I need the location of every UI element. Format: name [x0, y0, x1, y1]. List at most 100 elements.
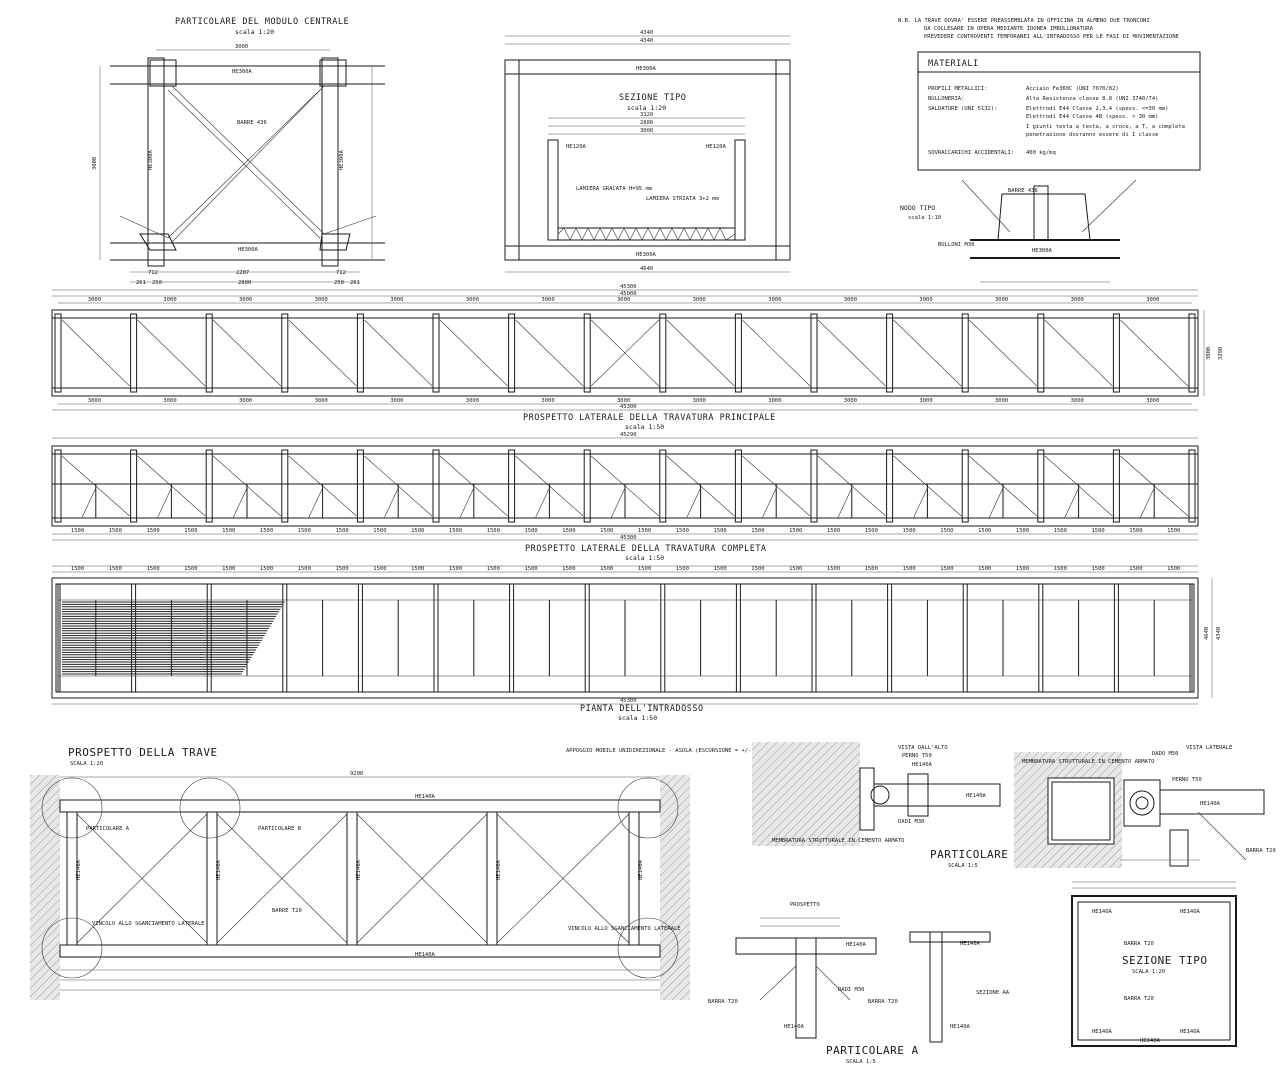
- detail-a-scale: SCALA 1:5: [846, 1059, 876, 1065]
- detail-b-pin: PERNO T50: [902, 753, 932, 759]
- plan-dim-half: 1500: [978, 566, 991, 572]
- bay-dim-top: 3000: [1071, 297, 1084, 303]
- truss-post: [659, 313, 667, 393]
- full-truss-brace: [383, 487, 399, 519]
- section-b-title: SEZIONE TIPO: [1122, 954, 1207, 967]
- full-bay-dim: 1500: [71, 528, 84, 534]
- beam-post: [628, 811, 640, 946]
- full-bay-dim: 1500: [109, 528, 122, 534]
- section-top-profile: HE300A: [636, 66, 657, 72]
- section-lamiera-gracata: LAMIERA GRACATA H=95 mm: [576, 186, 653, 192]
- grating-hatch: [62, 601, 285, 675]
- bay-dim-bottom: 3000: [844, 398, 857, 404]
- lateral-nut: DADO M50: [1152, 751, 1179, 757]
- beam-title: PROSPETTO DELLA TRAVE: [68, 746, 218, 759]
- bay-dim-bottom: 3000: [768, 398, 781, 404]
- plan-dim-half: 1500: [751, 566, 764, 572]
- materials-row7-val: 400 kg/mq: [1026, 150, 1056, 156]
- plan-dim-half: 1500: [714, 566, 727, 572]
- truss-post: [54, 313, 62, 393]
- plan-cross-beam: [962, 583, 968, 693]
- dim-c4: 250: [334, 280, 344, 286]
- truss-diagonal: [968, 319, 1038, 387]
- plan-dim-half: 1500: [562, 566, 575, 572]
- truss-diagonal: [817, 319, 886, 387]
- full-truss-post: [356, 449, 364, 523]
- plan-total: 45300: [620, 698, 637, 704]
- full-truss-post: [1112, 449, 1120, 523]
- bay-dim-top: 3000: [163, 297, 176, 303]
- beam-post-label: HE140A: [356, 859, 362, 880]
- full-bay-dim: 1500: [789, 528, 802, 534]
- truss-diagonal: [1044, 319, 1113, 387]
- notes-block: N.B. LA TRAVE DOVRA' ESSERE PREASSEMBLAT…: [898, 18, 1179, 40]
- node-detail: NODO TIPO scala 1:10 BARRE 436 BULLONI M…: [900, 179, 1137, 283]
- section-aa-profile: HE140A: [960, 941, 981, 947]
- section-b-top-left: HE140A: [1092, 909, 1113, 915]
- bay-dim-top: 3000: [541, 297, 554, 303]
- plan-cross-beam: [55, 583, 61, 693]
- bay-dim-bottom: 3000: [466, 398, 479, 404]
- materials-row1-val: Acciaio Fe360C (UNI 7070/82): [1026, 86, 1119, 92]
- truss-diagonal: [137, 319, 206, 387]
- full-bay-dim: 1500: [638, 528, 651, 534]
- plan-dim-half: 1500: [487, 566, 500, 572]
- beam-post: [486, 811, 498, 946]
- main-truss-total2: 45300: [620, 284, 637, 290]
- detail-a-nuts: DADI M30: [838, 987, 865, 993]
- plan-cross-beam: [433, 583, 439, 693]
- full-truss-brace: [232, 487, 248, 519]
- beam-diagonal: [356, 813, 488, 944]
- detail-a-bar-left: BARRA T20: [708, 999, 738, 1005]
- full-truss-brace: [535, 487, 550, 519]
- bay-dim-top: 3000: [617, 297, 630, 303]
- plan-scale: scala 1:50: [618, 714, 657, 722]
- bay-dim-top: 3000: [390, 297, 403, 303]
- detail-b-concrete-label: MEMBRATURA STRUTTURALE IN CEMENTO ARMATO: [772, 838, 904, 844]
- detail-a-profile-bottom: HE140A: [784, 1024, 805, 1030]
- full-truss-brace: [686, 487, 701, 519]
- plan-dim-half: 1500: [940, 566, 953, 572]
- materials-row2-key: BULLONERIA:: [928, 96, 964, 102]
- module-height-dim: 3000: [92, 157, 98, 170]
- node-bar-label: BARRE 436: [1008, 188, 1038, 194]
- truss-post: [508, 313, 516, 393]
- main-truss-height: 3000: [1206, 347, 1212, 360]
- left-post-label: HE300A: [148, 149, 154, 170]
- plan-cross-beam: [811, 583, 817, 693]
- full-bay-dim: 1500: [1129, 528, 1142, 534]
- bay-dim-top: 3000: [844, 297, 857, 303]
- section-bottom-dim: 4640: [640, 266, 653, 272]
- truss-post: [734, 313, 742, 393]
- truss-post: [810, 313, 818, 393]
- plan-dim-half: 1500: [865, 566, 878, 572]
- truss-post: [205, 313, 213, 393]
- beam-support-note: APPOGGIO MOBILE UNIDIREZIONALE - ASOLA (…: [566, 748, 775, 754]
- lateral-pin: PERNO T50: [1172, 777, 1202, 783]
- full-truss-total2: 45300: [620, 535, 637, 541]
- truss-diagonal: [742, 319, 811, 387]
- dim-c2: 250: [152, 280, 162, 286]
- truss-post: [1112, 313, 1120, 393]
- plan-dim-half: 1500: [411, 566, 424, 572]
- full-bay-dim: 1500: [600, 528, 613, 534]
- full-truss-post: [961, 449, 969, 523]
- full-truss-brace: [913, 487, 928, 519]
- beam-lateral-right: VINCOLO ALLO SGANCIAMENTO LATERALE: [568, 926, 681, 932]
- full-truss-post: [886, 449, 894, 523]
- bay-dim-bottom: 3000: [390, 398, 403, 404]
- full-bay-dim: 1500: [865, 528, 878, 534]
- truss-diagonal: [439, 319, 508, 387]
- materials-row7-key: SOVRACCARICHI ACCIDENTALI:: [928, 150, 1014, 156]
- beam-post: [66, 811, 78, 946]
- node-title: NODO TIPO: [900, 204, 935, 212]
- section-lamiera-striata: LAMIERA STRIATA 3+2 mm: [646, 196, 720, 202]
- plan-dim-half: 1500: [1054, 566, 1067, 572]
- materials-row4-val: Elettrodi E44 Classe 4B (spess. > 30 mm): [1026, 114, 1158, 120]
- detail-b-profile: HE140A: [966, 793, 987, 799]
- beam-post-label: HE140A: [216, 859, 222, 880]
- lateral-view: VISTA LATERALE DADO M50 PERNO T50 MEMBRA…: [1014, 745, 1276, 868]
- full-truss-post: [583, 449, 591, 523]
- materials-row3-val: Elettrodi E44 Classe 2,3,4 (spess. <=30 …: [1026, 106, 1168, 112]
